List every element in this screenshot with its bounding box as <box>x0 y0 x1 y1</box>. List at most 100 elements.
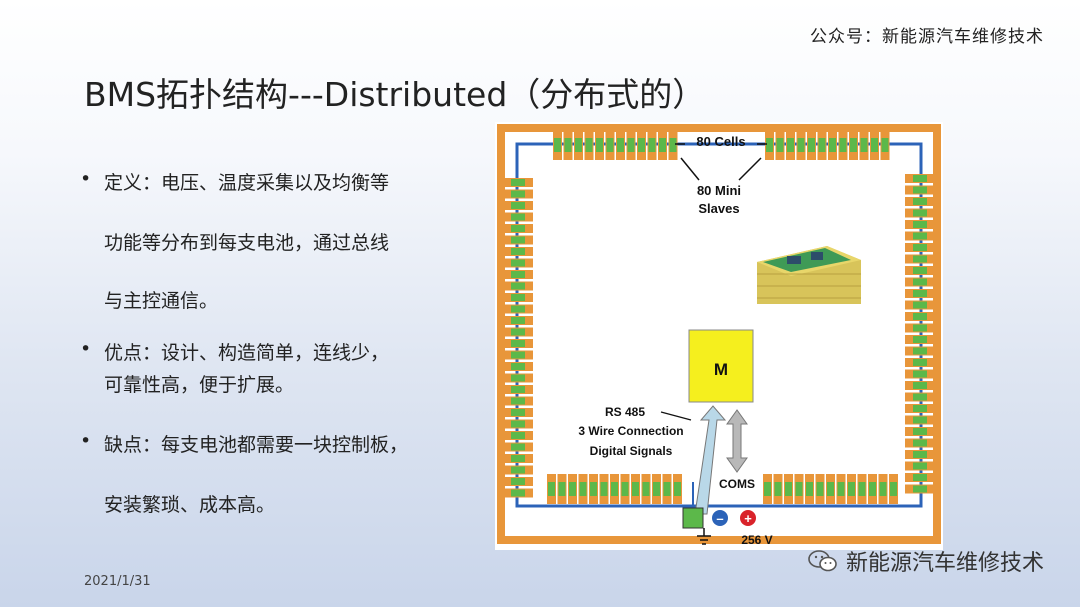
voltage-label: 256 V <box>741 533 772 547</box>
mini-slave-board <box>913 290 927 297</box>
mini-slave-board <box>850 138 857 152</box>
mini-slave-board <box>848 482 855 496</box>
plus-symbol: + <box>744 511 752 526</box>
positive-terminal-icon <box>740 510 756 526</box>
mini-slave-board <box>913 451 927 458</box>
bms-distributed-diagram: 80 Cells 80 Mini Slaves M RS 485 3 Wire … <box>495 122 943 550</box>
mini-slave-board <box>511 340 525 347</box>
mini-slave-board <box>795 482 803 496</box>
ground-terminal <box>682 507 704 529</box>
mini-slave-board <box>860 138 868 152</box>
mini-slave-board <box>827 482 834 496</box>
mini-slave-board <box>913 393 927 401</box>
mini-slave-board <box>511 443 525 451</box>
mini-slave-board <box>858 482 866 496</box>
watermark: 新能源汽车维修技术 <box>808 545 1044 577</box>
mini-slave-board <box>611 482 618 496</box>
slaves-label: Slaves <box>698 201 739 216</box>
mini-slave-board <box>511 282 525 290</box>
bullet-dot-icon: • <box>80 168 92 190</box>
mini-slave-board <box>913 198 927 205</box>
mini-slave-board <box>669 138 677 152</box>
mini-slave-board <box>913 336 927 343</box>
negative-terminal-icon <box>712 510 728 526</box>
mini-slave-board <box>913 232 927 240</box>
slaves-pointer-left <box>680 157 700 181</box>
mini-slave-board <box>839 138 847 152</box>
mini-slave-board <box>648 138 656 152</box>
mini-slave-board <box>511 409 525 416</box>
bullet-line: 优点：设计、构造简单，连线少， <box>104 342 390 364</box>
mini-slave-board <box>511 271 525 278</box>
mini-slave-board <box>806 482 813 496</box>
mini-slave-board <box>837 482 845 496</box>
signal-bus-line <box>515 142 923 508</box>
mini-slave-board <box>776 138 784 152</box>
mini-slave-board <box>621 482 629 496</box>
mini-slave-board <box>511 351 525 359</box>
coms-arrow <box>726 409 748 473</box>
mini-slave-board <box>913 255 927 263</box>
mini-slave-board <box>575 138 582 152</box>
mini-slave-board <box>511 202 525 209</box>
wire-connection-label: 3 Wire Connection <box>578 424 683 438</box>
mini-slave-board <box>659 138 666 152</box>
mini-slave-board <box>816 482 824 496</box>
slaves-count-label: 80 Mini <box>697 183 741 198</box>
mini-slave-board <box>638 138 645 152</box>
mini-slave-board <box>913 382 927 389</box>
coms-label: COMS <box>719 477 755 491</box>
cell-group-left <box>503 178 533 498</box>
mini-slave-board <box>663 482 671 496</box>
mini-slave-board <box>913 485 927 493</box>
mini-slave-board <box>764 482 771 496</box>
bullet-line: 与主控通信。 <box>104 290 219 312</box>
digital-signals-label: Digital Signals <box>590 444 673 458</box>
slide-title: BMS拓扑结构---Distributed（分布式的） <box>84 75 706 114</box>
mini-slave-board <box>554 138 561 152</box>
mini-slave-board <box>913 301 927 309</box>
mini-slave-board <box>913 278 927 286</box>
mini-slave-board <box>511 455 525 462</box>
mini-slave-board <box>913 186 927 194</box>
mini-slave-board <box>511 397 525 405</box>
slaves-pointer-right <box>738 157 762 181</box>
bullet-dot-icon: • <box>80 430 92 452</box>
mini-slave-board <box>913 347 927 355</box>
mini-slave-board <box>511 248 525 255</box>
bullet-line: 可靠性高，便于扩展。 <box>104 374 295 396</box>
mini-slave-board <box>511 179 525 186</box>
mini-slave-board <box>564 138 572 152</box>
cell-group-top-right <box>765 130 890 160</box>
mini-slave-board <box>642 482 650 496</box>
mini-slave-board <box>590 482 597 496</box>
mini-slave-board <box>913 359 927 366</box>
mini-slave-board <box>511 363 525 370</box>
cell-group-bottom-left <box>547 474 682 504</box>
mini-slave-board <box>511 225 525 232</box>
mini-slave-board <box>558 482 566 496</box>
mini-slave-board <box>511 317 525 324</box>
mini-slave-board <box>787 138 794 152</box>
mini-slave-board <box>913 462 927 470</box>
mini-slave-board <box>913 267 927 274</box>
mini-slave-board <box>511 213 525 221</box>
mini-slave-board <box>774 482 782 496</box>
header-source-label: 公众号：新能源汽车维修技术 <box>810 27 1044 47</box>
mini-slave-board <box>617 138 624 152</box>
mini-slave-board <box>913 244 927 251</box>
mini-slave-board <box>879 482 887 496</box>
mini-slave-board <box>871 138 878 152</box>
slide-date: 2021/1/31 <box>84 574 151 589</box>
mini-slave-board <box>808 138 815 152</box>
mini-slave-board <box>890 482 897 496</box>
mini-slave-board <box>766 138 773 152</box>
mini-slave-board <box>913 175 927 182</box>
mini-slave-board <box>511 190 525 198</box>
bus-label-pointer <box>660 411 692 421</box>
mini-slave-board <box>579 482 587 496</box>
mini-slave-board <box>511 432 525 439</box>
mini-slave-board <box>511 328 525 336</box>
mini-slave-board <box>632 482 639 496</box>
mini-slave-board <box>511 420 525 428</box>
